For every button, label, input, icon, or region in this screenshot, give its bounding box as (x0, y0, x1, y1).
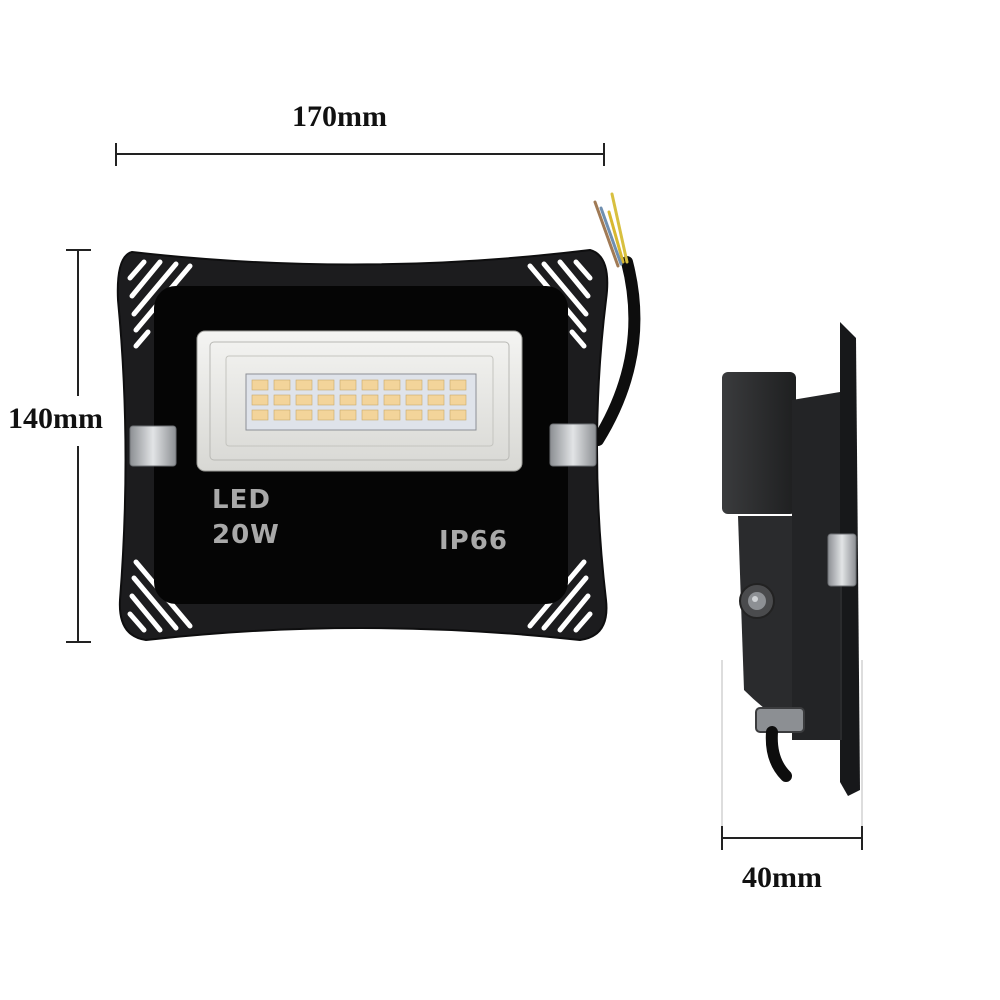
led-chip (317, 394, 335, 406)
side-bracket (722, 372, 796, 514)
led-chip (383, 379, 401, 391)
cable-gland (755, 707, 805, 733)
led-chip (427, 379, 445, 391)
led-chip (361, 409, 379, 421)
height-label: 140mm (8, 402, 103, 435)
right-mounting-clip (549, 423, 597, 467)
led-chip (295, 409, 313, 421)
led-chip (405, 379, 423, 391)
led-chip-array (251, 379, 467, 421)
led-chip (317, 379, 335, 391)
led-chip (405, 409, 423, 421)
led-chip (339, 379, 357, 391)
led-chip (339, 409, 357, 421)
led-chip (449, 394, 467, 406)
left-mounting-clip (129, 425, 177, 467)
floodlight-side-view (722, 322, 860, 796)
led-chip (361, 394, 379, 406)
floodlight-front-view (116, 248, 609, 642)
led-chip (383, 394, 401, 406)
led-chip (295, 379, 313, 391)
width-dimension-line (115, 143, 605, 166)
led-print: LED (212, 485, 271, 515)
led-chip (361, 379, 379, 391)
led-chip (449, 409, 467, 421)
led-chip (427, 394, 445, 406)
led-chip (273, 394, 291, 406)
led-chip (383, 409, 401, 421)
led-chip (339, 394, 357, 406)
ip-rating-print: IP66 (439, 526, 508, 556)
led-chip (405, 394, 423, 406)
width-label: 170mm (292, 100, 387, 133)
led-chip (427, 409, 445, 421)
side-mounting-clip (827, 533, 857, 587)
led-chip (251, 394, 269, 406)
led-chip (317, 409, 335, 421)
led-chip (273, 409, 291, 421)
depth-label: 40mm (742, 861, 822, 894)
depth-dimension-line (721, 660, 863, 850)
power-cable (592, 192, 641, 446)
led-chip (295, 394, 313, 406)
height-dimension-line (66, 249, 91, 643)
wattage-print: 20W (212, 520, 280, 550)
led-chip (251, 409, 269, 421)
led-chip (251, 379, 269, 391)
led-chip (449, 379, 467, 391)
led-chip (273, 379, 291, 391)
